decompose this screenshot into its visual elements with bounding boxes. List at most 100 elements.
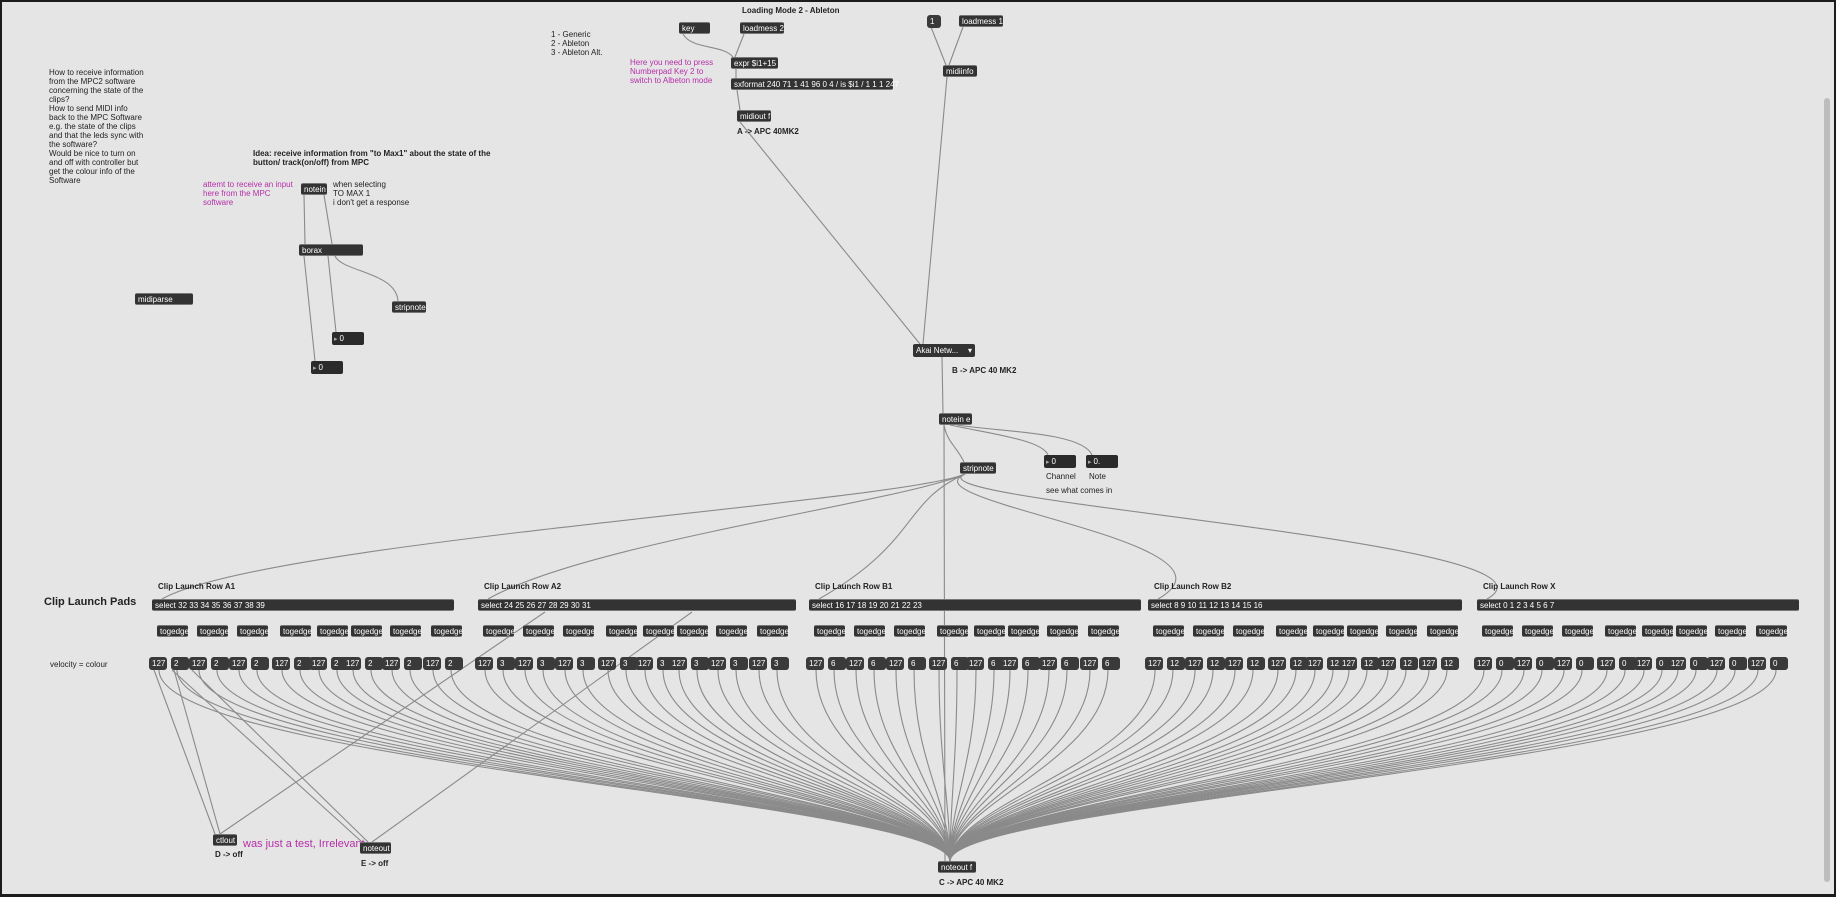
togedge-object[interactable]: togedge [1605, 625, 1637, 637]
velocity-colour-message[interactable]: 0 [1619, 657, 1637, 670]
velocity-on-message[interactable]: 127 [806, 657, 824, 670]
velocity-colour-message[interactable]: 3 [730, 657, 748, 670]
velocity-on-message[interactable]: 127 [1185, 657, 1203, 670]
velocity-colour-message[interactable]: 0 [1729, 657, 1747, 670]
key-object[interactable]: key [679, 22, 710, 34]
velocity-colour-message[interactable]: 12 [1361, 657, 1379, 670]
velocity-on-message[interactable]: 127 [309, 657, 327, 670]
velocity-on-message[interactable]: 127 [1305, 657, 1323, 670]
velocity-on-message[interactable]: 127 [1268, 657, 1286, 670]
velocity-on-message[interactable]: 127 [708, 657, 726, 670]
message-1[interactable]: 1 [927, 15, 941, 28]
velocity-on-message[interactable]: 127 [1634, 657, 1652, 670]
velocity-on-message[interactable]: 127 [1145, 657, 1163, 670]
togedge-object[interactable]: togedge [643, 625, 675, 637]
togedge-object[interactable]: togedge [1482, 625, 1514, 637]
togedge-object[interactable]: togedge [757, 625, 789, 637]
togedge-object[interactable]: togedge [1008, 625, 1040, 637]
velocity-colour-message[interactable]: 3 [577, 657, 595, 670]
togedge-object[interactable]: togedge [1153, 625, 1185, 637]
sxformat-object[interactable]: sxformat 240 71 1 41 96 0 4 / is $i1 / 1… [731, 78, 899, 90]
velocity-on-message[interactable]: 127 [515, 657, 533, 670]
notein-e-object[interactable]: notein e [939, 413, 972, 425]
velocity-on-message[interactable]: 127 [635, 657, 653, 670]
velocity-colour-message[interactable]: 2 [171, 657, 189, 670]
togedge-object[interactable]: togedge [814, 625, 846, 637]
velocity-colour-message[interactable]: 0 [1496, 657, 1514, 670]
number-box-b[interactable]: 0 [311, 361, 343, 374]
togedge-object[interactable]: togedge [157, 625, 189, 637]
togedge-object[interactable]: togedge [280, 625, 312, 637]
velocity-colour-message[interactable]: 12 [1441, 657, 1459, 670]
stripnote-main-object[interactable]: stripnote [960, 462, 996, 474]
velocity-on-message[interactable]: 127 [1597, 657, 1615, 670]
togedge-object[interactable]: togedge [563, 625, 595, 637]
select-object[interactable]: select 8 9 10 11 12 13 14 15 16 [1148, 599, 1462, 611]
togedge-object[interactable]: togedge [523, 625, 555, 637]
velocity-on-message[interactable]: 127 [1474, 657, 1492, 670]
velocity-colour-message[interactable]: 3 [620, 657, 638, 670]
togedge-object[interactable]: togedge [1047, 625, 1079, 637]
togedge-object[interactable]: togedge [1756, 625, 1788, 637]
togedge-object[interactable]: togedge [1642, 625, 1674, 637]
velocity-on-message[interactable]: 127 [1514, 657, 1532, 670]
midi-device-menu[interactable]: Akai Netw... [913, 344, 975, 357]
togedge-object[interactable]: togedge [1276, 625, 1308, 637]
stripnote-left-object[interactable]: stripnote [392, 301, 426, 313]
velocity-colour-message[interactable]: 3 [497, 657, 515, 670]
togedge-object[interactable]: togedge [894, 625, 926, 637]
velocity-colour-message[interactable]: 6 [868, 657, 886, 670]
velocity-colour-message[interactable]: 2 [294, 657, 312, 670]
togedge-object[interactable]: togedge [1427, 625, 1459, 637]
loadmess-2-object[interactable]: loadmess 2 [740, 22, 784, 34]
midiparse-object[interactable]: midiparse [135, 293, 193, 305]
velocity-on-message[interactable]: 127 [1554, 657, 1572, 670]
velocity-on-message[interactable]: 127 [1748, 657, 1766, 670]
velocity-on-message[interactable]: 127 [1668, 657, 1686, 670]
velocity-colour-message[interactable]: 2 [365, 657, 383, 670]
midiinfo-object[interactable]: midiinfo [943, 65, 977, 77]
velocity-colour-message[interactable]: 6 [1022, 657, 1040, 670]
velocity-colour-message[interactable]: 12 [1290, 657, 1308, 670]
velocity-on-message[interactable]: 127 [886, 657, 904, 670]
velocity-on-message[interactable]: 127 [1378, 657, 1396, 670]
velocity-on-message[interactable]: 127 [229, 657, 247, 670]
velocity-on-message[interactable]: 127 [1080, 657, 1098, 670]
togedge-object[interactable]: togedge [1347, 625, 1379, 637]
togedge-object[interactable]: togedge [1562, 625, 1594, 637]
notein-object[interactable]: notein [301, 183, 327, 195]
togedge-object[interactable]: togedge [974, 625, 1006, 637]
velocity-colour-message[interactable]: 12 [1400, 657, 1418, 670]
togedge-object[interactable]: togedge [237, 625, 269, 637]
velocity-colour-message[interactable]: 12 [1247, 657, 1265, 670]
velocity-on-message[interactable]: 127 [149, 657, 167, 670]
velocity-colour-message[interactable]: 3 [537, 657, 555, 670]
loadmess-1-object[interactable]: loadmess 1 [959, 15, 1003, 27]
velocity-on-message[interactable]: 127 [189, 657, 207, 670]
togedge-object[interactable]: togedge [677, 625, 709, 637]
number-box-a[interactable]: 0 [332, 332, 364, 345]
velocity-colour-message[interactable]: 6 [1102, 657, 1120, 670]
velocity-colour-message[interactable]: 2 [251, 657, 269, 670]
noteout-f-object[interactable]: noteout f [938, 861, 976, 873]
noteout-object[interactable]: noteout [360, 842, 391, 854]
velocity-colour-message[interactable]: 0 [1536, 657, 1554, 670]
togedge-object[interactable]: togedge [716, 625, 748, 637]
togedge-object[interactable]: togedge [483, 625, 515, 637]
togedge-object[interactable]: togedge [1088, 625, 1120, 637]
velocity-on-message[interactable]: 127 [1000, 657, 1018, 670]
velocity-on-message[interactable]: 127 [343, 657, 361, 670]
togedge-object[interactable]: togedge [317, 625, 349, 637]
select-object[interactable]: select 0 1 2 3 4 5 6 7 [1477, 599, 1799, 611]
velocity-on-message[interactable]: 127 [272, 657, 290, 670]
velocity-on-message[interactable]: 127 [555, 657, 573, 670]
velocity-on-message[interactable]: 127 [669, 657, 687, 670]
velocity-colour-message[interactable]: 12 [1207, 657, 1225, 670]
expr-object[interactable]: expr $i1+15 [731, 57, 778, 69]
velocity-colour-message[interactable]: 6 [908, 657, 926, 670]
togedge-object[interactable]: togedge [854, 625, 886, 637]
velocity-on-message[interactable]: 127 [929, 657, 947, 670]
velocity-colour-message[interactable]: 6 [1061, 657, 1079, 670]
togedge-object[interactable]: togedge [351, 625, 383, 637]
